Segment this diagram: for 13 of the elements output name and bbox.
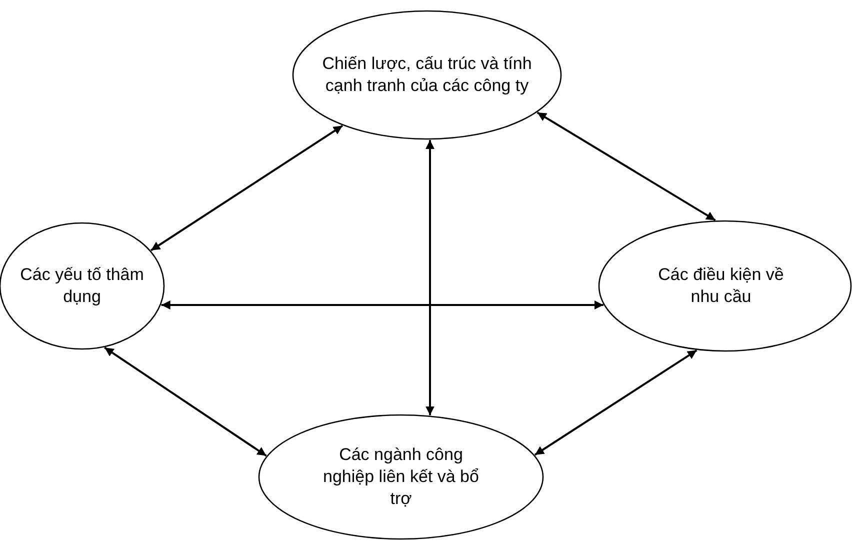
double-arrow <box>104 346 267 457</box>
ellipse-node <box>292 10 562 140</box>
node-label: Các điều kiện về nhu cầu <box>657 264 785 308</box>
node-label: Các ngành công nghiệp liên kết và bổ trợ <box>322 444 480 510</box>
node-label: Chiến lược, cấu trúc và tính cạnh tranh của các công ty <box>321 53 533 97</box>
double-arrow <box>426 140 434 416</box>
ellipse-node <box>598 220 852 352</box>
double-arrow <box>536 112 716 222</box>
double-arrow <box>150 124 344 252</box>
double-arrow <box>534 349 698 456</box>
ellipse-node <box>258 414 544 540</box>
double-arrow <box>161 300 604 310</box>
node-label: Các yếu tố thâm dụng <box>19 264 145 308</box>
